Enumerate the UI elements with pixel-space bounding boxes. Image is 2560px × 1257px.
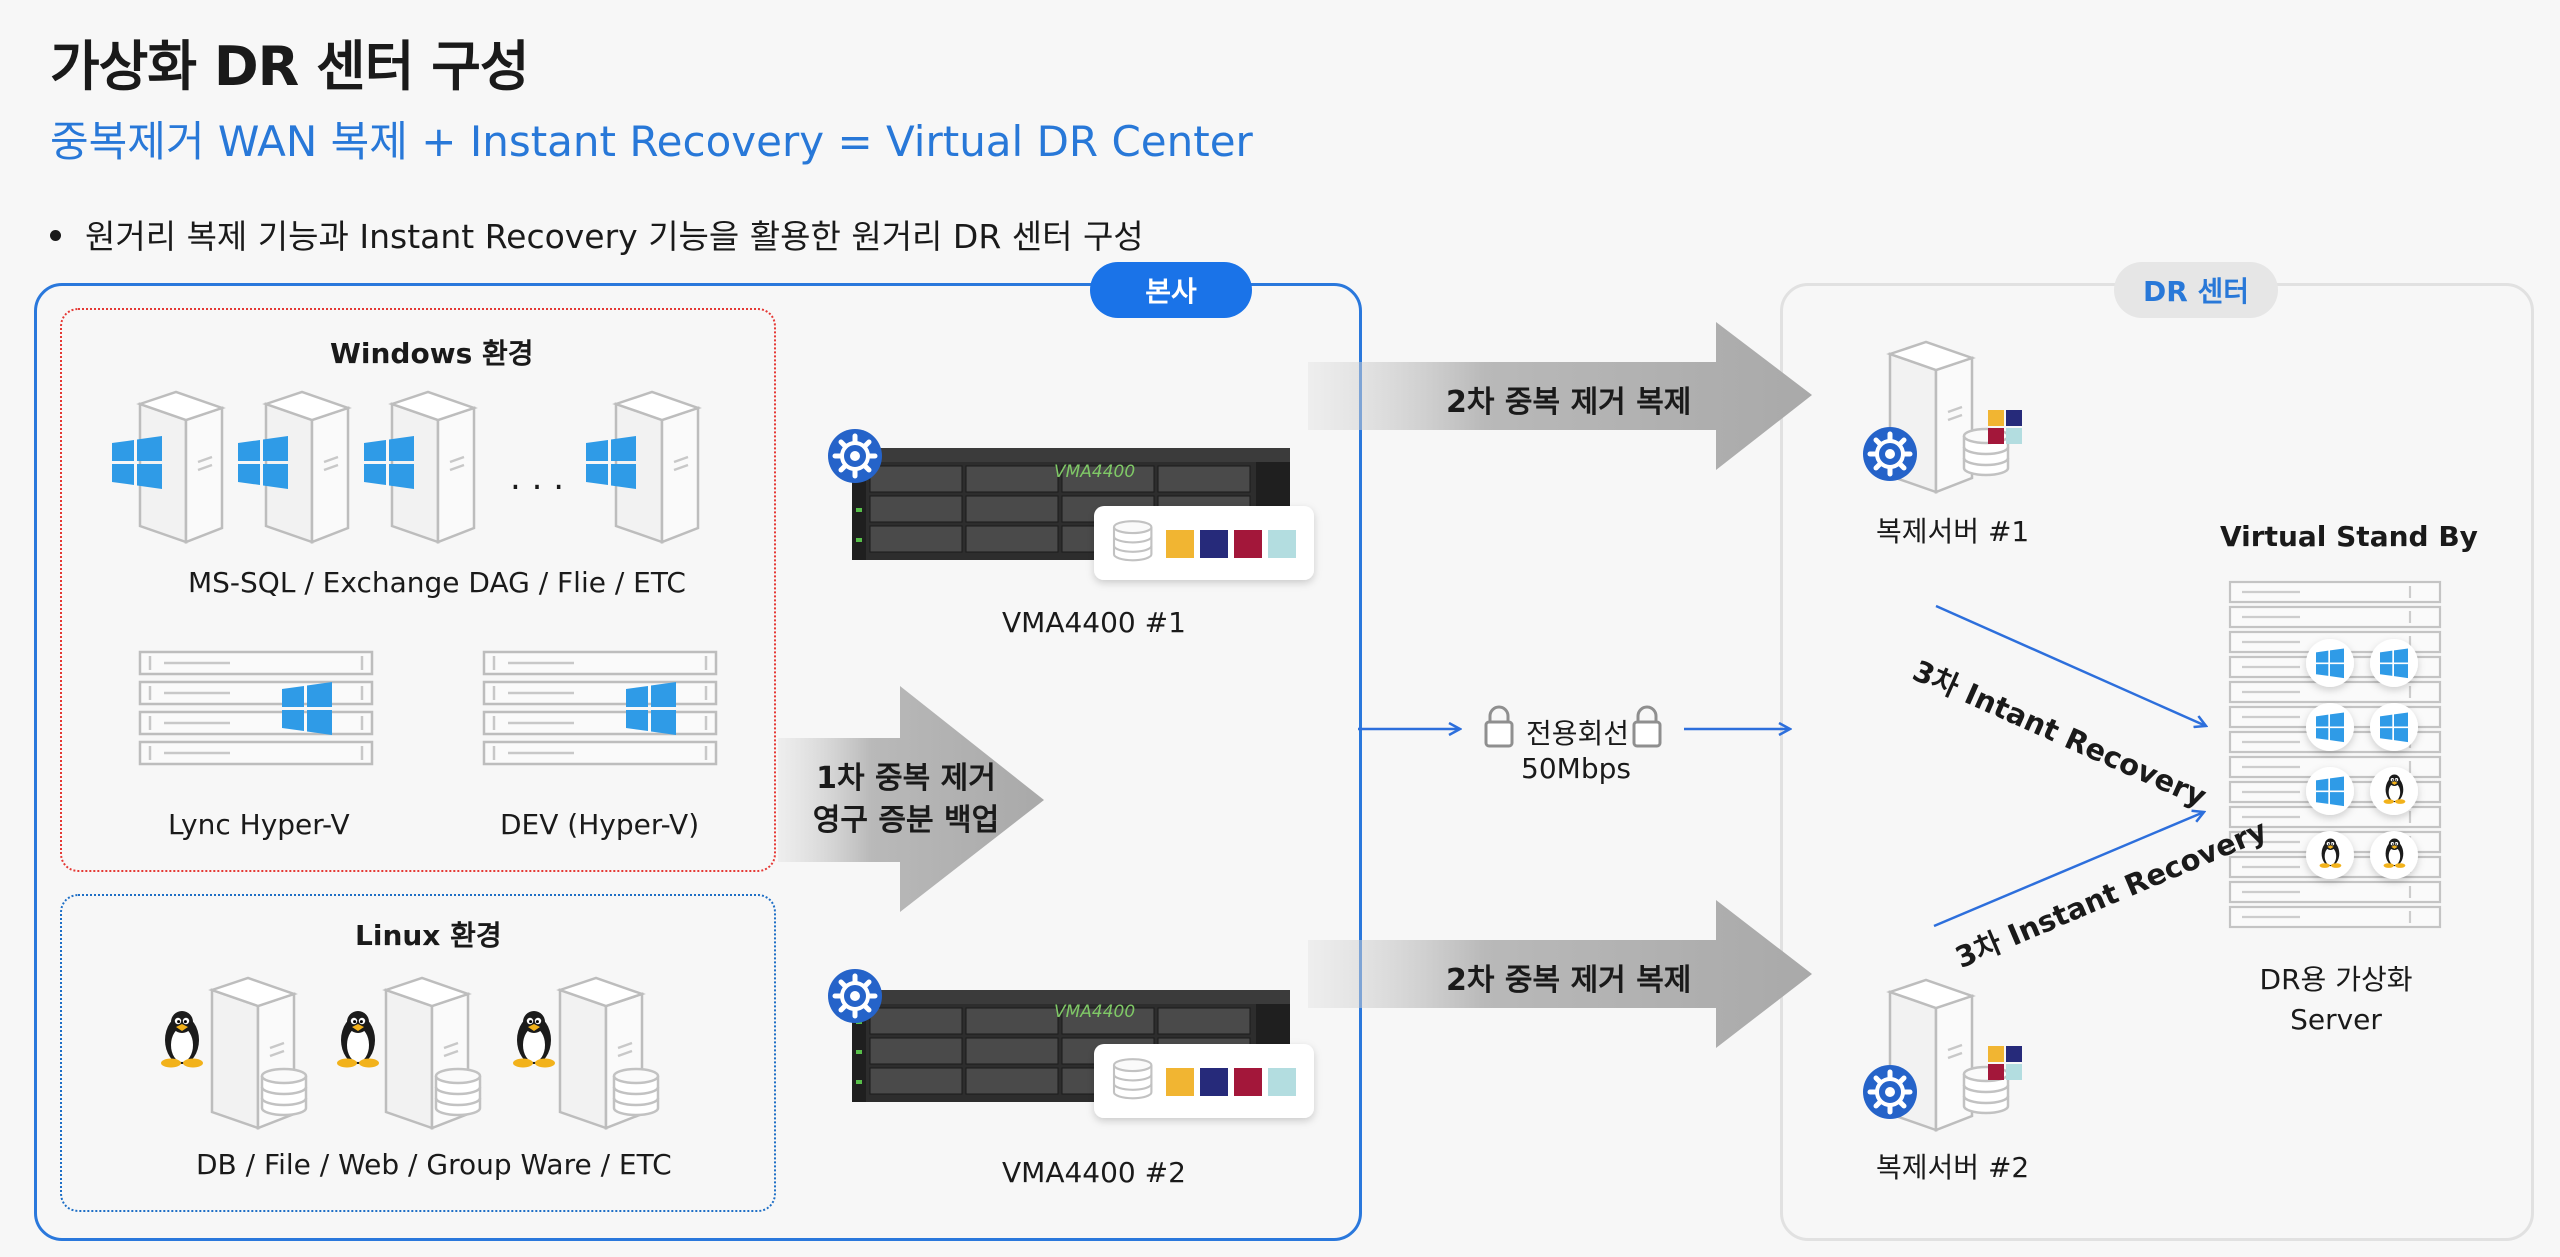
backup-arrow-line1: 1차 중복 제거 — [816, 761, 996, 796]
appliance-2-caption: VMA4400 #2 — [1002, 1156, 1186, 1189]
replication-arrow-bottom-label: 2차 중복 제거 복제 — [1446, 963, 1692, 998]
linux-environment-box — [60, 894, 776, 1212]
appliance-1-front-label: VMA4400 — [1054, 462, 1136, 482]
bullet-point: 원거리 복제 기능과 Instant Recovery 기능을 활용한 원거리 … — [50, 210, 1144, 258]
backup-arrow-line2: 영구 증분 백업 — [812, 803, 1000, 838]
lock-icon — [1484, 705, 1514, 748]
recovery-line-top — [1935, 604, 2206, 726]
backup-arrow — [778, 686, 1044, 912]
replication-arrow-top-label: 2차 중복 제거 복제 — [1446, 385, 1692, 420]
replica-server-2-icon — [1863, 978, 2022, 1132]
windows-server-tower-icon — [586, 390, 700, 544]
windows-box-title: Windows 환경 — [330, 337, 534, 370]
lock-icon — [1632, 705, 1662, 748]
lync-rack-caption: Lync Hyper-V — [168, 808, 350, 841]
bullet-dot-icon — [50, 230, 61, 241]
appliance-1-caption: VMA4400 #1 — [1002, 606, 1186, 639]
replica-server-1-caption: 복제서버 #1 — [1876, 515, 2030, 548]
standby-title: Virtual Stand By — [2220, 520, 2478, 553]
appliance-2-front-label: VMA4400 — [1054, 1002, 1136, 1022]
vma4400-appliance-1 — [828, 429, 1314, 580]
bullet-text: 원거리 복제 기능과 Instant Recovery 기능을 활용한 원거리 … — [85, 217, 1144, 256]
hq-badge: 본사 — [1090, 262, 1252, 318]
windows-server-tower-icon — [364, 390, 476, 544]
linux-server-tower-icon — [161, 976, 308, 1130]
dedicated-line-speed: 50Mbps — [1521, 752, 1631, 785]
windows-servers-caption: MS-SQL / Exchange DAG / Flie / ETC — [188, 566, 686, 599]
page-title: 가상화 DR 센터 구성 — [50, 35, 530, 98]
windows-server-tower-icon — [112, 390, 224, 544]
dr-server-caption-line1: DR용 가상화 — [2259, 963, 2413, 996]
windows-environment-box — [60, 308, 776, 872]
backup-arrow-label: 1차 중복 제거 영구 증분 백업 — [786, 758, 1026, 842]
hq-panel — [34, 283, 1362, 1241]
dr-server-caption: DR용 가상화 Server — [2230, 960, 2442, 1040]
replica-server-1-icon — [1863, 340, 2022, 494]
replication-arrow-top — [1308, 322, 1812, 470]
recovery-line-bottom — [1933, 812, 2204, 928]
dev-rack-caption: DEV (Hyper-V) — [500, 808, 700, 841]
ellipsis: . . . — [510, 458, 565, 498]
dr-server-caption-line2: Server — [2290, 1003, 2382, 1036]
windows-server-tower-icon — [238, 390, 350, 544]
lync-rack-server-icon — [140, 652, 372, 764]
dev-rack-server-icon — [484, 652, 716, 764]
dedicated-line-label: 전용회선 — [1526, 717, 1630, 750]
dr-badge: DR 센터 — [2114, 262, 2278, 318]
page-subtitle: 중복제거 WAN 복제 + Instant Recovery = Virtual… — [50, 117, 1253, 166]
linux-server-tower-icon — [337, 976, 482, 1130]
linux-server-tower-icon — [513, 976, 660, 1130]
replication-arrow-bottom — [1308, 900, 1812, 1048]
linux-box-title: Linux 환경 — [355, 919, 502, 952]
linux-servers-caption: DB / File / Web / Group Ware / ETC — [196, 1148, 672, 1181]
vma4400-appliance-2 — [828, 969, 1314, 1118]
replica-server-2-caption: 복제서버 #2 — [1876, 1151, 2030, 1184]
